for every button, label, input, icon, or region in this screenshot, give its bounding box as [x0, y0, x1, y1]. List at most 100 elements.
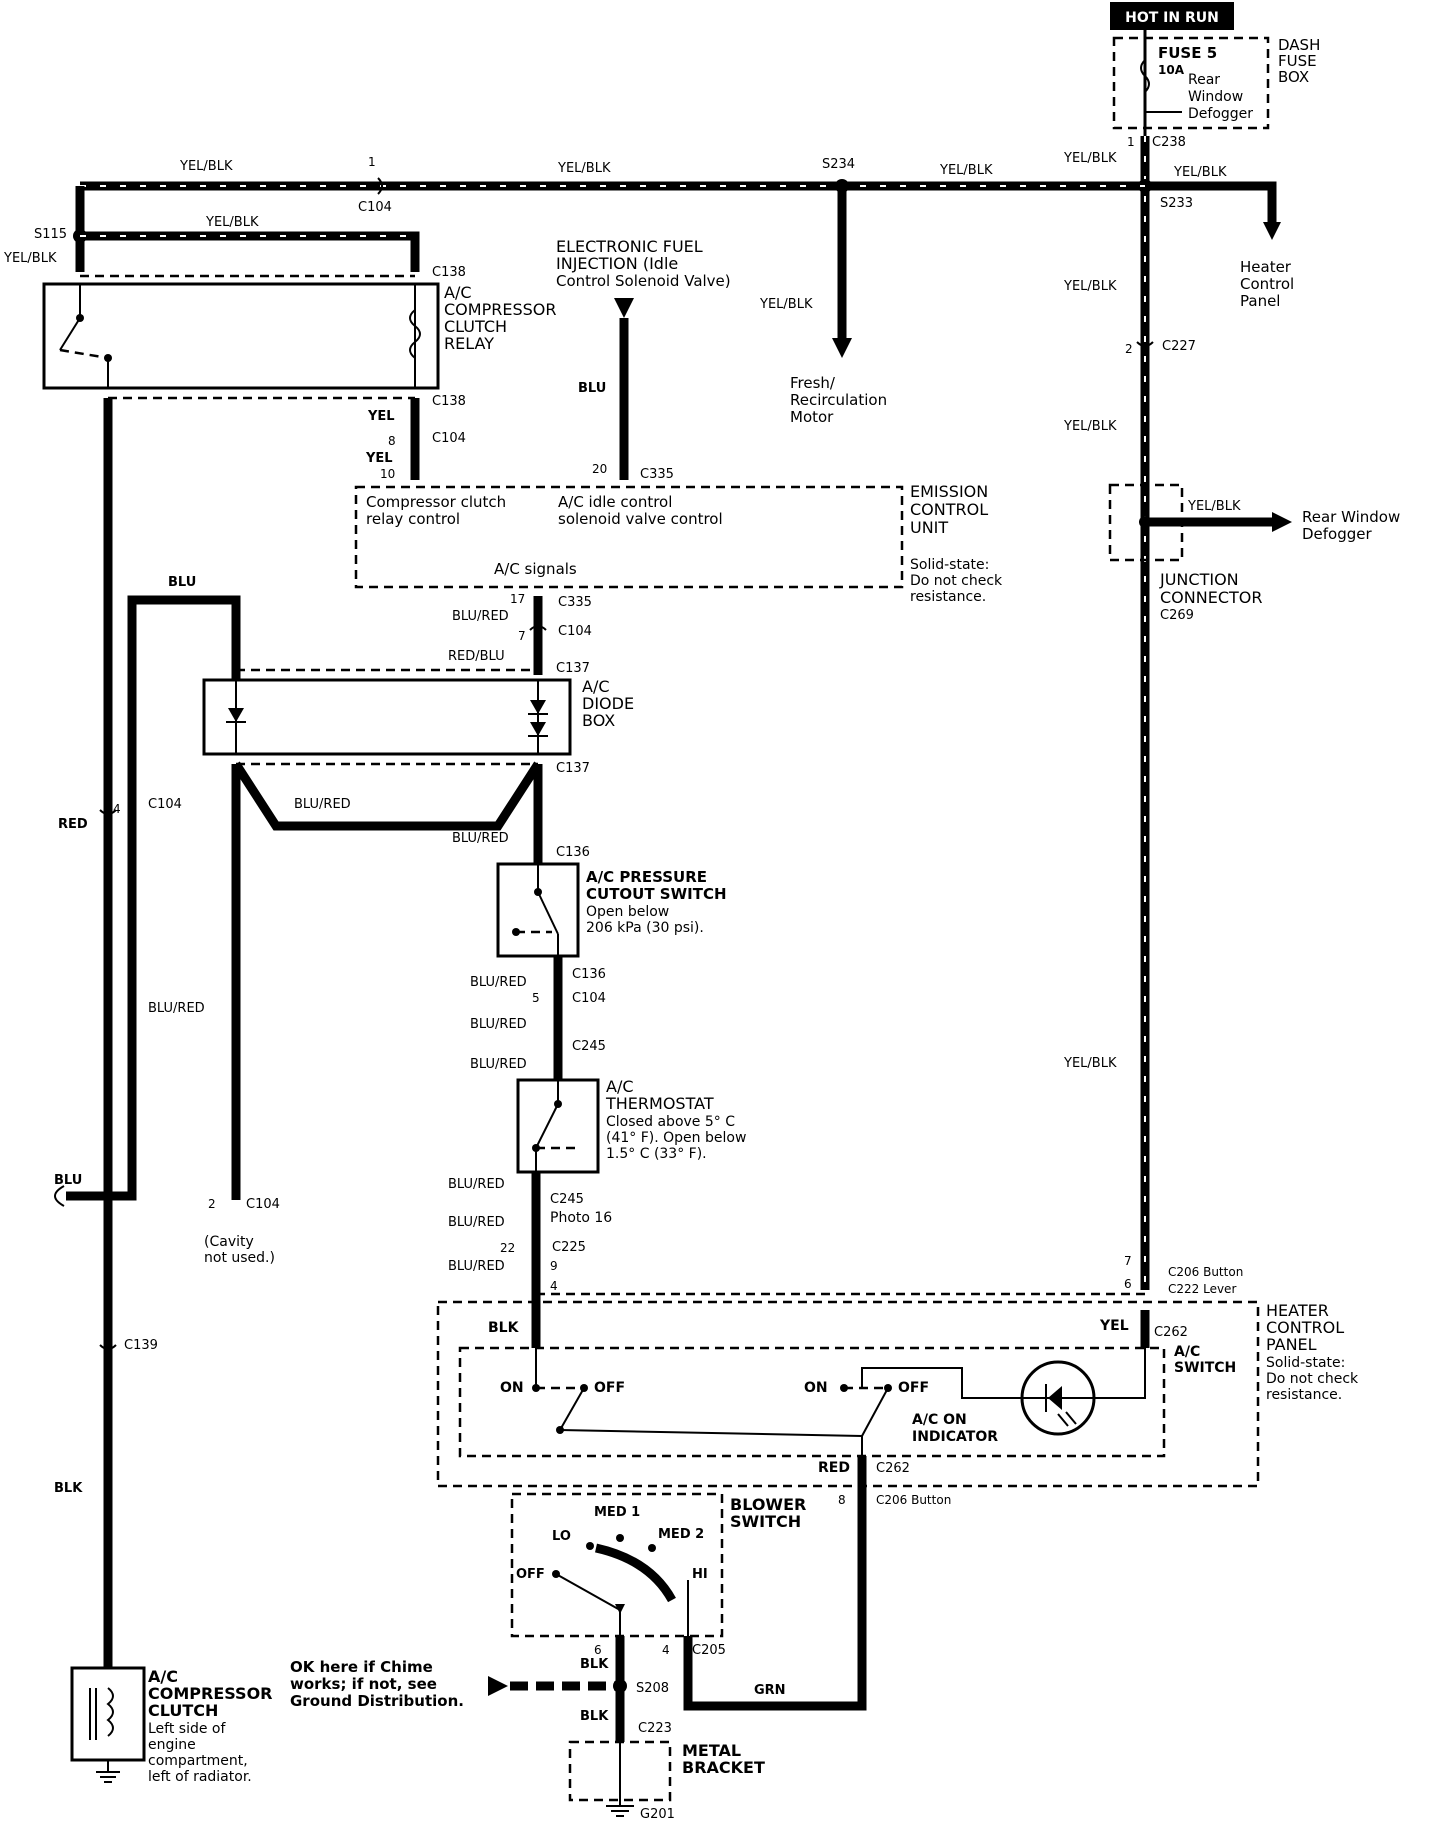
fuse-circuit-3: Defogger: [1188, 106, 1253, 122]
ac-switch-off-label: OFF: [898, 1380, 929, 1396]
efi-title-3: Control Solenoid Valve): [556, 272, 731, 290]
diode-icon: [530, 722, 546, 736]
pin-label: 8: [388, 434, 396, 448]
connector-c104-icon: [529, 625, 547, 631]
fuse-circuit-2: Window: [1188, 89, 1243, 105]
pressure-switch-title-2: CUTOUT SWITCH: [586, 885, 727, 903]
ac-switch-title-1: A/C: [1174, 1344, 1200, 1360]
wire-label: BLK: [488, 1320, 520, 1336]
wire-label: YEL/BLK: [939, 163, 993, 178]
connector-label: C225: [552, 1240, 586, 1255]
arrow-rear-defogger-icon: [1272, 512, 1292, 532]
pin-label: 20: [592, 462, 607, 476]
diode-box-title-3: BOX: [582, 711, 615, 730]
ac-switch-on-label: ON: [500, 1380, 524, 1396]
connector-label: C262: [1154, 1325, 1188, 1340]
connector-label: C137: [556, 661, 590, 676]
pin-label: 8: [838, 1493, 846, 1507]
ac-compressor-clutch-relay: [42, 282, 440, 390]
fuse-name: FUSE 5: [1158, 44, 1217, 62]
pin-label: 22: [500, 1241, 515, 1255]
relay-title-4: RELAY: [444, 334, 494, 353]
wire-label: YEL/BLK: [557, 161, 611, 176]
arrow-fresh-recirc-icon: [832, 338, 852, 358]
thermostat-title-2: THERMOSTAT: [605, 1094, 714, 1113]
photo-ref: Photo 16: [550, 1210, 612, 1226]
relay-switch-link: [59, 348, 109, 360]
arrow-efi-icon: [614, 298, 634, 318]
wire-label: RED/BLU: [448, 649, 505, 664]
wire-label: YEL/BLK: [179, 159, 233, 174]
pin-label: 5: [532, 991, 540, 1005]
pressure-switch-title-1: A/C PRESSURE: [586, 868, 707, 886]
wire-label: YEL: [367, 409, 395, 424]
rear-window-ref-2: Defogger: [1302, 525, 1373, 543]
wire-label: BLU/RED: [448, 1215, 505, 1230]
clutch-note-4: left of radiator.: [148, 1769, 252, 1785]
clutch-title-3: CLUTCH: [148, 1701, 218, 1720]
splice-label: S115: [34, 227, 67, 242]
clutch-coil-icon: [106, 1687, 114, 1737]
relay-coil-icon: [409, 309, 421, 359]
pin-label: 17: [510, 592, 525, 606]
junction-title-2: CONNECTOR: [1160, 588, 1262, 607]
ac-switch-title-2: SWITCH: [1174, 1360, 1236, 1376]
clutch-title-1: A/C: [148, 1667, 178, 1686]
connector-label: C262: [876, 1461, 910, 1476]
dash-fuse-box-label-2: FUSE: [1278, 52, 1317, 70]
ecu-signals-label: A/C signals: [494, 560, 577, 578]
metal-bracket-title-2: BRACKET: [682, 1758, 765, 1777]
pin-label: 7: [1124, 1254, 1132, 1268]
ecu-title-1: EMISSION: [910, 482, 988, 501]
hcp-title-2: CONTROL: [1266, 1318, 1344, 1337]
led-light-icon: [1065, 1411, 1077, 1425]
connector-label: C104: [246, 1197, 280, 1212]
pin-label: 6: [1124, 1277, 1132, 1291]
ground-label: G201: [640, 1807, 675, 1822]
emission-control-unit: [354, 485, 904, 589]
ecu-idle-ctrl-2: solenoid valve control: [558, 510, 723, 528]
wire-label: BLU/RED: [294, 797, 351, 812]
ecu-note-1: Solid-state:: [910, 557, 989, 573]
blower-pivot-icon: [615, 1604, 625, 1614]
chime-note-2: works; if not, see: [290, 1675, 437, 1693]
fuse-circuit-1: Rear: [1188, 72, 1220, 88]
connector-label: C138: [432, 265, 466, 280]
dash-fuse-box: [1112, 36, 1270, 130]
connector-label: C136: [556, 845, 590, 860]
hcp-note-3: resistance.: [1266, 1387, 1342, 1403]
hcp-note-1: Solid-state:: [1266, 1355, 1345, 1371]
ac-switch-on-label: ON: [804, 1380, 828, 1396]
connector-label: C137: [556, 761, 590, 776]
switch-arm: [537, 891, 559, 935]
wire-label: BLU/RED: [470, 975, 527, 990]
heater-panel-ref-2: Control: [1240, 275, 1294, 293]
ac-switch-off-label: OFF: [594, 1380, 625, 1396]
ac-switch-crossbar: [559, 1429, 863, 1437]
blower-resistor-arc: [594, 1543, 676, 1603]
diode-icon: [530, 700, 546, 714]
wire-label: YEL/BLK: [759, 297, 813, 312]
relay-title-3: CLUTCH: [444, 317, 507, 336]
relay-title-1: A/C: [444, 283, 472, 302]
ecu-compressor-ctrl-1: Compressor clutch: [366, 493, 506, 511]
heater-control-panel: [436, 1300, 1260, 1488]
pin-label: 4: [550, 1279, 558, 1293]
pin-label: 1: [368, 155, 376, 169]
indicator-feed: [861, 1367, 1022, 1399]
wire-label: YEL/BLK: [1173, 165, 1227, 180]
connector-label: C139: [124, 1338, 158, 1353]
connector-label: C104: [358, 200, 392, 215]
clutch-title-2: COMPRESSOR: [148, 1684, 273, 1703]
led-icon: [1048, 1386, 1062, 1410]
diode-box-title-2: DIODE: [582, 694, 634, 713]
connector-label: C222 Lever: [1168, 1282, 1236, 1296]
relay-title-2: COMPRESSOR: [444, 300, 556, 319]
clutch-note-1: Left side of: [148, 1721, 226, 1737]
wire-label: BLU/RED: [452, 831, 509, 846]
wire-label: YEL/BLK: [1063, 151, 1117, 166]
diode-box-title-1: A/C: [582, 677, 610, 696]
yel-blk-relay-coil-wire: [80, 231, 420, 272]
hot-in-run-banner: [1110, 2, 1234, 30]
